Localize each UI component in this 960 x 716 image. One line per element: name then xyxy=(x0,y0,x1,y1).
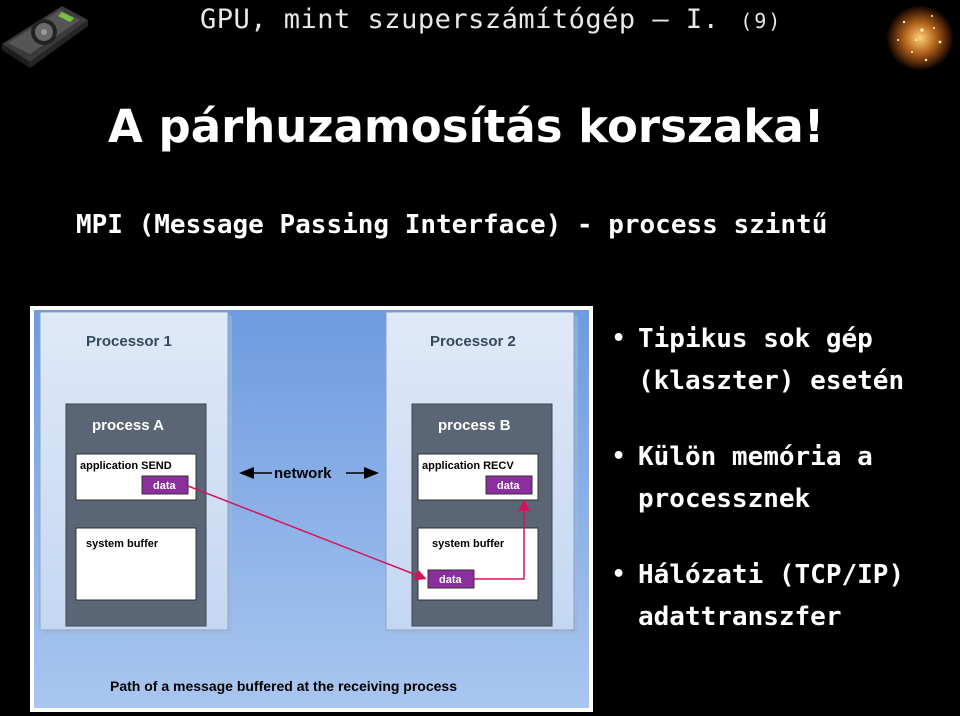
bullet-list: Tipikus sok gép (klaszter) esetén Külön … xyxy=(612,318,960,672)
data-tag-send-label: data xyxy=(153,480,177,492)
data-tag-recv-label: data xyxy=(497,480,521,492)
process-b-label: process B xyxy=(438,417,511,434)
slide-title: A párhuzamosítás korszaka! xyxy=(108,100,825,153)
diagram-caption: Path of a message buffered at the receiv… xyxy=(110,678,457,694)
mpi-diagram: Processor 1 Processor 2 process A applic… xyxy=(30,306,593,712)
message-path-arrow xyxy=(187,485,427,581)
page-number: (9) xyxy=(740,9,783,33)
process-a-label: process A xyxy=(92,417,164,434)
processor-1-label: Processor 1 xyxy=(86,333,172,350)
buffer-to-app-arrow xyxy=(474,499,530,580)
mpi-diagram-svg: Processor 1 Processor 2 process A applic… xyxy=(34,310,589,708)
network-label: network xyxy=(274,465,332,482)
nebula-logo-icon xyxy=(886,5,954,71)
app-send-label: application SEND xyxy=(80,460,172,472)
header-title: GPU, mint szuperszámítógép — I. (9) xyxy=(200,4,782,35)
data-tag-buffer-label: data xyxy=(439,574,463,586)
system-buffer-b-label: system buffer xyxy=(432,538,505,550)
bullet-item: Tipikus sok gép (klaszter) esetén xyxy=(612,318,960,402)
processor-2-label: Processor 2 xyxy=(430,333,516,350)
system-buffer-a xyxy=(75,527,197,601)
header-title-text: GPU, mint szuperszámítógép — I. xyxy=(200,4,720,35)
system-buffer-a-label: system buffer xyxy=(86,538,159,550)
slide-subtitle: MPI (Message Passing Interface) - proces… xyxy=(76,210,828,240)
data-tag-recv xyxy=(485,475,533,495)
gpu-card-logo-icon xyxy=(2,6,88,68)
data-tag-send xyxy=(141,475,189,495)
bullet-item: Külön memória a processznek xyxy=(612,436,960,520)
bullet-item: Hálózati (TCP/IP) adattranszfer xyxy=(612,554,960,638)
app-recv-label: application RECV xyxy=(422,460,514,472)
